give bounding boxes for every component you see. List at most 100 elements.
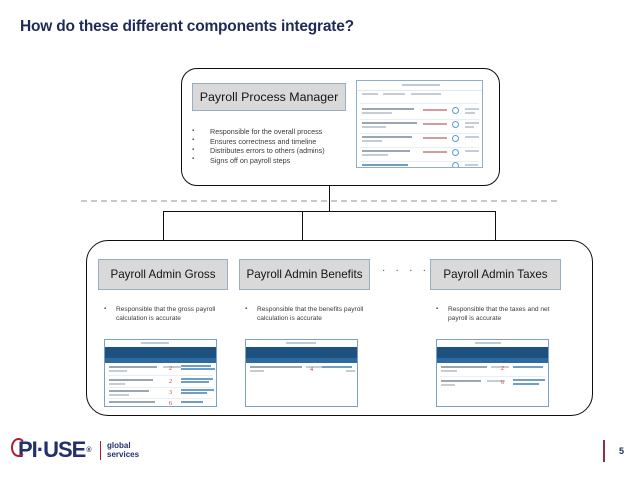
payroll-process-manager-box[interactable]: Payroll Process Manager <box>192 83 346 111</box>
thumbnail-decoration <box>411 93 441 95</box>
thumbnail-decoration <box>465 126 474 128</box>
payroll-admin-gross-box[interactable]: Payroll Admin Gross <box>98 259 228 290</box>
thumbnail-count: 3 <box>169 390 172 396</box>
list-item: Responsible that the taxes and net payro… <box>436 305 568 323</box>
thumbnail-decoration <box>141 342 169 344</box>
thumbnail-decoration <box>441 384 455 386</box>
benefits-bullet-list: Responsible that the benefits payroll ca… <box>245 305 377 323</box>
thumbnail-count: 6 <box>169 401 172 407</box>
thumbnail-decoration <box>402 84 440 86</box>
thumbnail-decoration <box>362 126 386 128</box>
thumbnail-decoration <box>306 366 322 368</box>
thumbnail-decoration <box>181 381 209 383</box>
thumbnail-decoration <box>423 151 447 153</box>
thumbnail-decoration <box>362 150 410 152</box>
thumbnail-decoration <box>441 380 481 382</box>
page-number-divider <box>602 440 605 462</box>
list-item: Responsible that the benefits payroll ca… <box>245 305 377 323</box>
thumbnail-decoration <box>423 123 447 125</box>
thumbnail-decoration <box>440 376 545 377</box>
thumbnail-decoration <box>108 375 213 376</box>
list-item: Responsible that the gross payroll calcu… <box>104 305 236 323</box>
thumbnail-decoration <box>181 392 207 394</box>
thumbnail-decoration <box>465 164 478 166</box>
epi-use-logo: PI·USE ® global services <box>11 437 139 463</box>
thumbnail-decoration <box>513 383 539 385</box>
thumbnail-decoration <box>441 366 487 368</box>
logo-tagline-line1: global <box>107 441 131 450</box>
logo-divider <box>99 440 102 460</box>
thumbnail-count: 6 <box>501 380 504 386</box>
page-number-area: 5 <box>602 440 624 462</box>
thumbnail-decoration <box>465 150 479 152</box>
thumbnail-decoration <box>109 370 127 372</box>
thumbnail-decoration <box>109 379 153 381</box>
thumbnail-topbar <box>357 81 482 91</box>
connector-down-benefits <box>302 211 304 260</box>
thumbnail-decoration <box>362 108 414 110</box>
logo-c-arc-icon <box>11 438 26 457</box>
thumbnail-decoration <box>465 136 479 138</box>
list-item: Distributes errors to others (admins) <box>192 146 325 156</box>
manager-bullet-list: Responsible for the overall process Ensu… <box>192 127 325 165</box>
thumbnail-status-icon <box>452 107 459 114</box>
thumbnail-header-bar <box>105 347 216 358</box>
thumbnail-count: 2 <box>169 379 172 385</box>
dashed-separator <box>81 200 557 202</box>
thumbnail-decoration <box>383 93 405 95</box>
thumbnail-decoration <box>465 112 475 114</box>
thumbnail-decoration <box>250 366 302 368</box>
payroll-admin-gross-label: Payroll Admin Gross <box>110 268 216 281</box>
payroll-admin-taxes-box[interactable]: Payroll Admin Taxes <box>430 259 561 290</box>
gross-bullet-list: Responsible that the gross payroll calcu… <box>104 305 236 323</box>
payroll-process-manager-label: Payroll Process Manager <box>199 90 339 104</box>
ellipsis-dot: · <box>395 265 399 276</box>
thumbnail-count: 2 <box>169 366 172 372</box>
thumbnail-decoration <box>360 133 479 134</box>
payroll-admin-benefits-label: Payroll Admin Benefits <box>246 268 363 281</box>
thumbnail-decoration <box>475 342 501 344</box>
thumbnail-decoration <box>362 93 378 95</box>
list-item: Signs off on payroll steps <box>192 155 325 166</box>
connector-down-taxes <box>495 211 497 260</box>
connector-horizontal-bus <box>163 211 496 213</box>
thumbnail-decoration <box>362 136 412 138</box>
thumbnail-decoration <box>181 368 215 370</box>
thumbnail-decoration <box>109 394 129 396</box>
logo-tagline-line2: services <box>107 450 140 459</box>
logo-wordmark: PI·USE ® <box>11 437 92 463</box>
thumbnail-decoration <box>109 366 157 368</box>
connector-down-gross <box>163 211 165 260</box>
thumbnail-decoration <box>108 387 213 388</box>
thumbnail-decoration <box>360 161 479 162</box>
thumbnail-decoration <box>513 366 543 368</box>
thumbnail-decoration <box>423 109 447 111</box>
thumbnail-decoration <box>109 401 155 403</box>
thumbnail-status-icon <box>452 121 459 128</box>
thumbnail-decoration <box>362 164 408 166</box>
list-item: Ensures correctness and timeline <box>192 136 325 147</box>
thumbnail-decoration <box>181 401 203 403</box>
thumbnail-decoration <box>491 366 509 368</box>
payroll-admin-taxes-label: Payroll Admin Taxes <box>443 268 548 281</box>
thumbnail-count: 2 <box>501 366 504 372</box>
thumbnail-decoration <box>163 366 181 368</box>
ellipsis-dot: · <box>382 265 386 276</box>
thumbnail-decoration <box>423 137 447 139</box>
thumbnail-decoration <box>362 122 417 124</box>
payroll-admin-benefits-box[interactable]: Payroll Admin Benefits <box>239 259 370 290</box>
thumbnail-decoration <box>322 366 352 368</box>
taxes-bullet-list: Responsible that the taxes and net payro… <box>436 305 568 323</box>
logo-tagline: global services <box>107 441 139 459</box>
thumbnail-decoration <box>513 379 545 381</box>
taxes-screenshot-thumbnail: 2 6 <box>436 339 549 407</box>
thumbnail-subheader-bar <box>437 358 548 363</box>
thumbnail-decoration <box>465 108 479 110</box>
logo-text: PI·USE <box>18 437 86 462</box>
thumbnail-decoration <box>181 378 213 380</box>
thumbnail-decoration <box>286 342 316 344</box>
thumbnail-decoration <box>362 112 392 114</box>
manager-screenshot-thumbnail <box>356 80 483 168</box>
thumbnail-header-bar <box>246 347 357 358</box>
